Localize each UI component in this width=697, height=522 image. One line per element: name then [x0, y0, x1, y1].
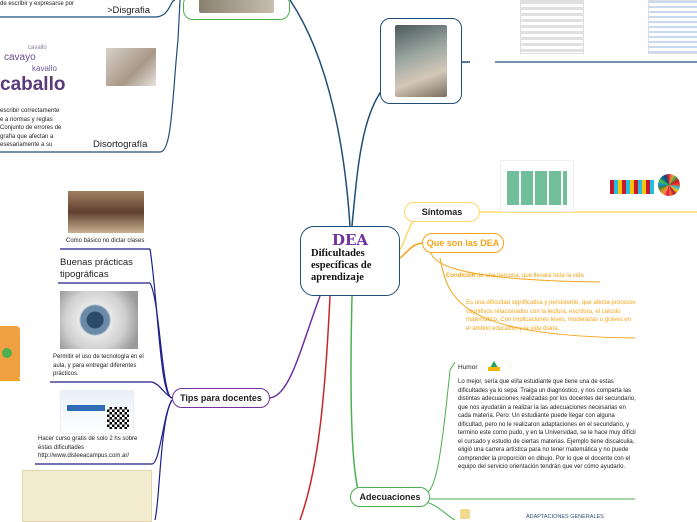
- tip-caption-1: Como básico no dictar clases: [66, 238, 145, 244]
- banner-strip: [67, 405, 105, 411]
- disortografia-text: escribir correctamente e a normas y regl…: [0, 107, 70, 150]
- word-cloud-image: cavallo cavayo kavallo caballo: [0, 38, 70, 108]
- disortografia-line: escribir correctamente: [0, 108, 60, 114]
- disortografia-line: Conjunto de errores de: [0, 125, 62, 131]
- document-thumbnail: [648, 0, 697, 54]
- central-node[interactable]: DEA Dificultades específicas de aprendiz…: [300, 226, 400, 296]
- disortografia-line: e a normas y reglas: [0, 116, 53, 123]
- humor-text: Lo mejor, sería que el/la estudiante que…: [458, 379, 636, 470]
- disgrafia-text: de escribir y expresarse por: [0, 1, 75, 7]
- qr-code-icon: [107, 407, 129, 429]
- word-cloud-word: kavallo: [32, 64, 57, 73]
- condicion-prefix: Condición: [446, 273, 476, 279]
- drive-icon[interactable]: [487, 361, 500, 371]
- central-subtitle: Dificultades específicas de aprendizaje: [311, 248, 372, 283]
- orange-side-card[interactable]: [0, 326, 20, 380]
- eye-photo: [60, 291, 138, 349]
- article-thumbnail: [520, 0, 584, 54]
- top-image-node[interactable]: [183, 0, 290, 20]
- campus-thumbnail: [60, 390, 134, 434]
- tip-caption-4[interactable]: Hacer curso gratis de solo 2 hs sobre és…: [38, 436, 138, 459]
- humor-label: Humor: [458, 364, 478, 371]
- word-cloud-word: cavallo: [28, 45, 47, 51]
- que-son-node[interactable]: Que son las DEA: [422, 233, 504, 253]
- adaptaciones-thumbnail: ADAPTACIONES GENERALES: [458, 506, 638, 520]
- disortografia-line: esesariamente a su: [0, 142, 53, 148]
- stairs-photo: [395, 25, 447, 97]
- sintomas-chart-thumbnail: [500, 160, 574, 212]
- adaptaciones-title: ADAPTACIONES GENERALES: [526, 514, 604, 520]
- condicion-text: Condición de una persona, que llevará to…: [446, 272, 584, 281]
- classroom-photo: [68, 191, 144, 233]
- central-title: DEA: [331, 231, 369, 249]
- tips-node[interactable]: Tips para docentes: [172, 388, 270, 408]
- disgrafia-label[interactable]: >Disgrafia: [107, 5, 151, 16]
- note-icon: [460, 509, 470, 519]
- adecuaciones-node[interactable]: Adecuaciones: [350, 487, 430, 507]
- condicion-body: de una persona, que llevará toda la vida: [475, 273, 584, 279]
- sdg-ring: [658, 174, 680, 196]
- sintomas-node[interactable]: Síntomas: [404, 202, 480, 222]
- photo-thumbnail: [199, 0, 274, 13]
- stairs-image-node[interactable]: [380, 18, 462, 104]
- tip-caption-2: Buenas prácticas tipográficas: [60, 257, 133, 280]
- sketchnote-image: [22, 470, 152, 522]
- que-son-paragraph: Es una dificultad significativa y persis…: [466, 300, 636, 332]
- humor-row: Humor: [458, 356, 500, 374]
- disortografia-label[interactable]: Disortografía: [93, 139, 148, 150]
- chart-blocks: [507, 171, 567, 205]
- sdg-grid: [610, 180, 654, 194]
- disortografia-line: grafía que afectan a: [0, 133, 54, 140]
- word-cloud-word: caballo: [0, 74, 66, 95]
- sdg-thumbnail: [606, 168, 686, 208]
- word-cloud-word: cavayo: [4, 52, 36, 63]
- hand-writing-photo: [106, 48, 156, 86]
- green-badge-icon: [2, 348, 12, 358]
- tip-caption-3: Permitir el uso de tecnología en el aula…: [53, 354, 144, 377]
